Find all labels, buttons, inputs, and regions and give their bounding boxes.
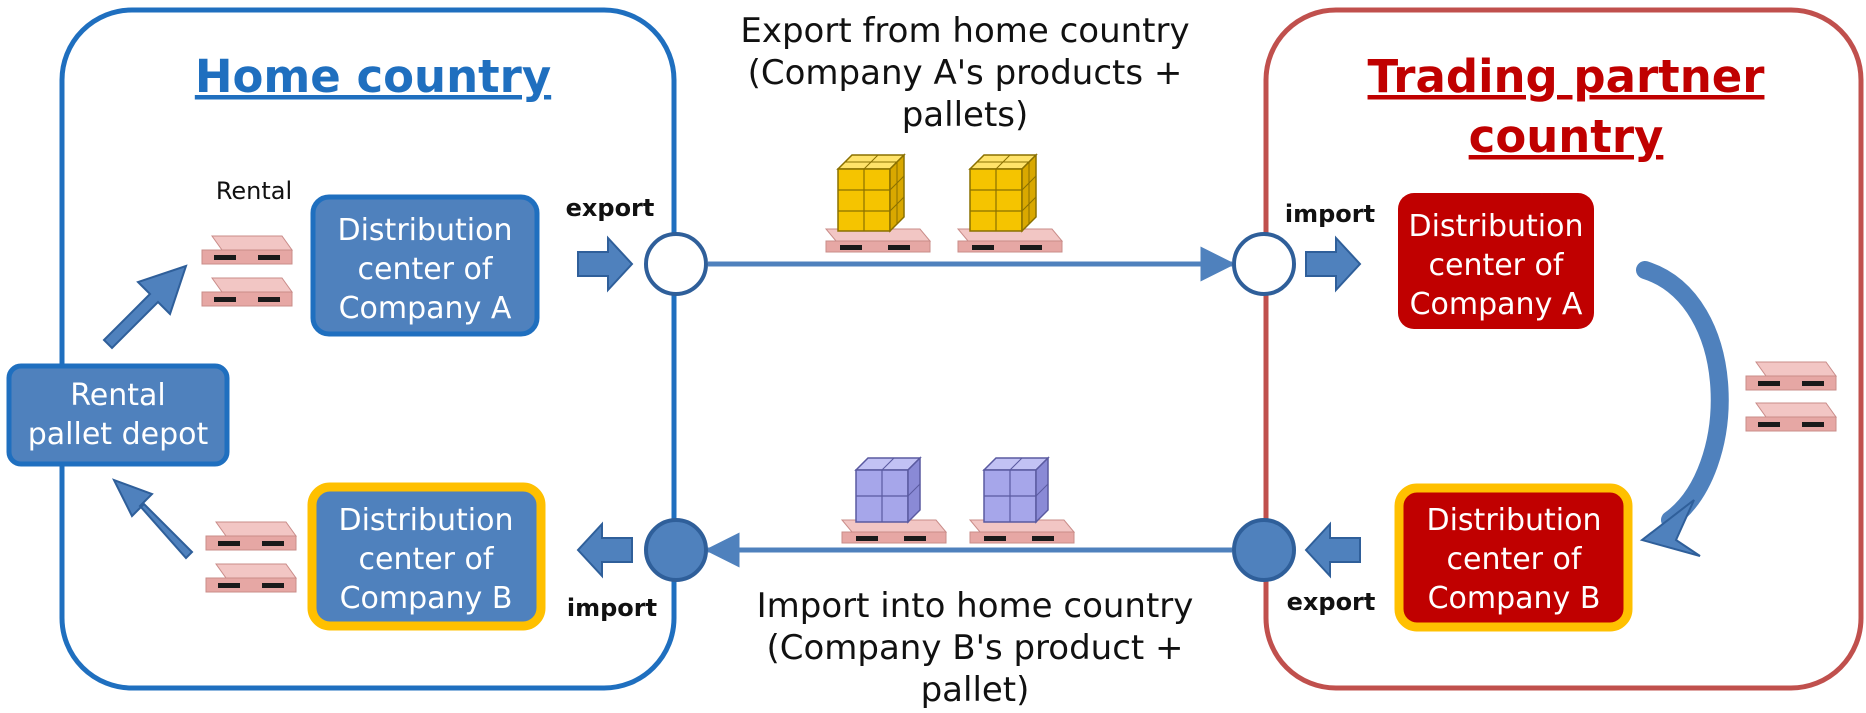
- pallet-icon: [201, 235, 293, 265]
- open-port-circle-icon: [644, 232, 708, 296]
- partner-dc-b-label-line1: Distribution: [1426, 503, 1601, 538]
- partner-country-title-line2: country: [1469, 110, 1664, 163]
- partner-export-label: export: [1287, 588, 1376, 616]
- pallet-icon: [1745, 361, 1837, 391]
- home-import-label: import: [567, 594, 657, 622]
- rental-pallet-depot: [6, 363, 230, 467]
- partner-dc-company-a: [1398, 193, 1594, 329]
- home-country-title: Home country: [195, 50, 551, 103]
- partner-dc-a-label-line1: Distribution: [1408, 209, 1583, 244]
- filled-port-circle-icon: [644, 518, 708, 582]
- partner-dc-b-label-line2: center of: [1447, 542, 1583, 577]
- depot-label-line2: pallet depot: [28, 417, 209, 452]
- pallet-icon: [1745, 402, 1837, 432]
- home-dc-a-label-line3: Company A: [339, 291, 512, 326]
- rental-label: Rental: [216, 177, 292, 205]
- pallet-icon: [205, 521, 297, 551]
- import-flow-text-line3: pallet): [921, 670, 1030, 710]
- import-flow-text-line2: (Company B's product +: [766, 628, 1183, 668]
- partner-dc-a-label-line2: center of: [1429, 248, 1565, 283]
- export-flow-text-line3: pallets): [902, 95, 1029, 135]
- partner-country-title-line1: Trading partner: [1368, 50, 1766, 103]
- home-export-label: export: [566, 194, 655, 222]
- export-flow-text-line1: Export from home country: [740, 11, 1189, 51]
- filled-port-circle-icon: [1232, 518, 1296, 582]
- pallet-icon: [201, 277, 293, 307]
- home-dc-a-label-line2: center of: [358, 252, 494, 287]
- yellow-cargo-pallet-icon: [957, 154, 1063, 253]
- export-flow-text-line2: (Company A's products +: [748, 53, 1183, 93]
- home-dc-b-label-line3: Company B: [340, 581, 513, 616]
- partner-import-label: import: [1285, 200, 1375, 228]
- partner-dc-b-label-line3: Company B: [1428, 581, 1601, 616]
- block-arrow-icon: [111, 478, 194, 560]
- partner-dc-company-b: [1394, 483, 1633, 632]
- import-flow-text-line1: Import into home country: [757, 586, 1194, 626]
- pallet-icon: [205, 563, 297, 593]
- partner-country-region: [1263, 7, 1864, 691]
- open-port-circle-icon: [1232, 232, 1296, 296]
- yellow-cargo-pallet-icon: [825, 154, 931, 253]
- block-arrow-icon: [1305, 237, 1361, 291]
- home-dc-a-label-line1: Distribution: [337, 213, 512, 248]
- home-country-region: [59, 7, 677, 691]
- block-arrow-icon: [577, 523, 633, 577]
- purple-cargo-pallet-icon: [969, 457, 1075, 544]
- curved-arrow-icon: [1636, 261, 1729, 529]
- home-dc-company-a: [310, 194, 540, 337]
- home-dc-b-label-line1: Distribution: [338, 503, 513, 538]
- home-dc-b-label-line2: center of: [359, 542, 495, 577]
- purple-cargo-pallet-icon: [841, 457, 947, 544]
- block-arrow-icon: [577, 237, 633, 291]
- home-dc-company-b: [307, 482, 546, 631]
- block-arrow-icon: [102, 264, 188, 350]
- curved-arrow-head-icon: [1639, 499, 1701, 557]
- block-arrow-icon: [1305, 523, 1361, 577]
- depot-label-line1: Rental: [70, 378, 165, 413]
- partner-dc-a-label-line3: Company A: [1410, 287, 1583, 322]
